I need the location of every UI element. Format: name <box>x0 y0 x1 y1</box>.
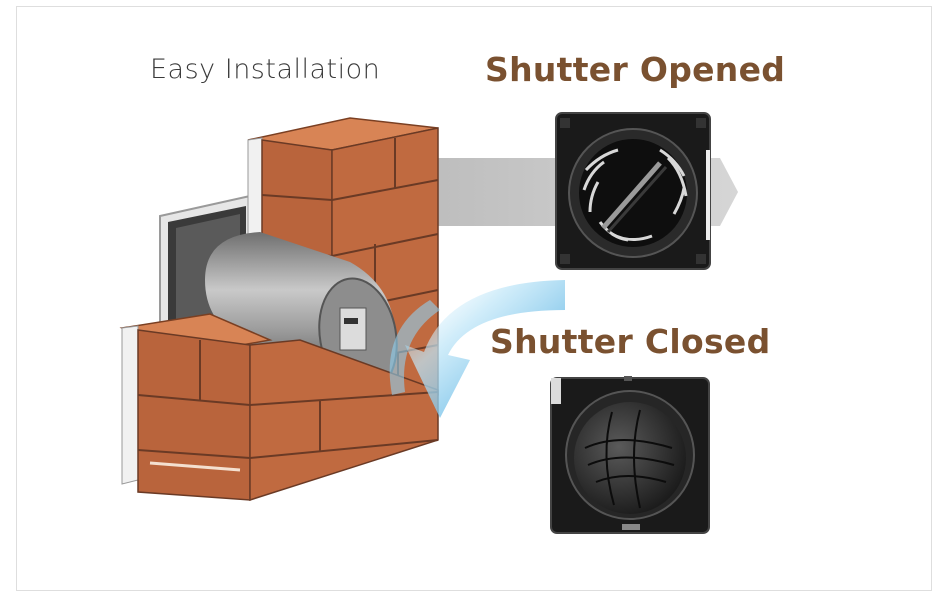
easy-installation-caption: Easy Installation <box>150 54 381 85</box>
shutter-opened-title: Shutter Opened <box>485 50 786 89</box>
airflow-arrow-blue <box>389 280 565 418</box>
shutter-closed-unit <box>550 376 710 534</box>
shutter-closed-title: Shutter Closed <box>490 322 771 361</box>
shutter-open-unit <box>555 112 711 270</box>
brick-wall-lower <box>119 313 439 502</box>
